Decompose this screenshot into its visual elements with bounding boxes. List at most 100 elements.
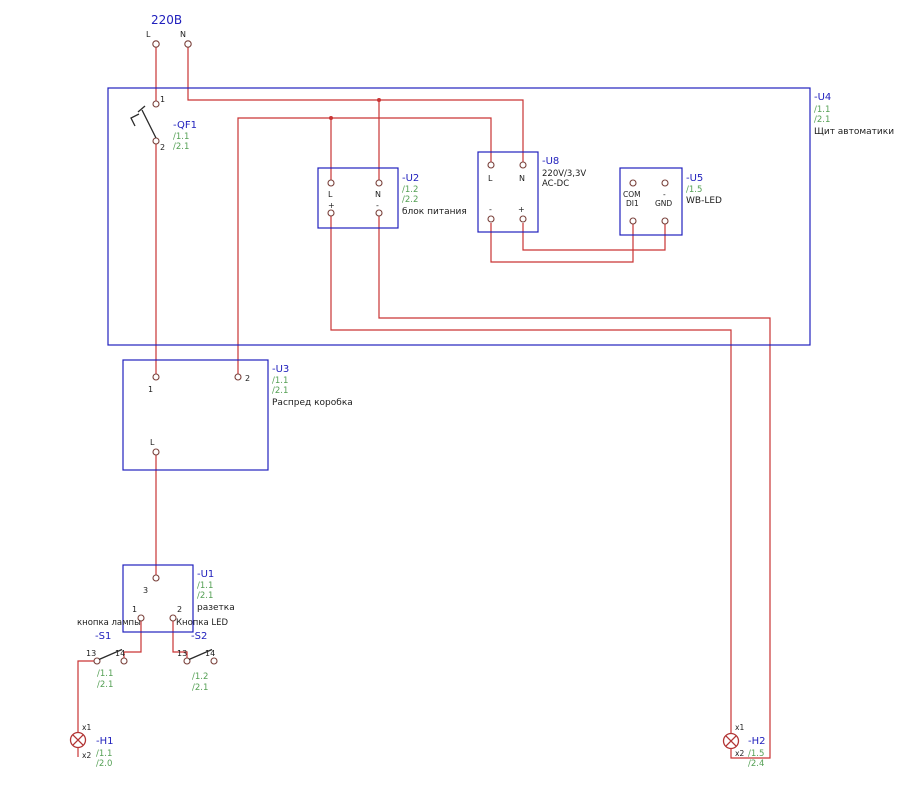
u3-terminal-2[interactable] (234, 373, 242, 381)
u3-pin1-label: 1 (148, 385, 153, 394)
wire-u2-minus-to-h2[interactable] (378, 216, 771, 759)
s2-pin14-label: 14 (205, 649, 215, 658)
u8-desc2: AC-DC (542, 179, 569, 189)
u5-desc: WB-LED (686, 196, 722, 206)
h2-ref2: /2.4 (748, 759, 764, 769)
u8-terminal-n[interactable] (519, 161, 527, 169)
h2-lamp-icon (722, 732, 740, 750)
u2-terminal-minus[interactable] (375, 209, 383, 217)
u5-terminal-di1[interactable] (629, 217, 637, 225)
module-u2[interactable]: L N + - -U2 /1.2 /2.2 блок питания (317, 167, 467, 229)
u1-pin3-label: 3 (143, 586, 148, 595)
u5-pin-gnd-label: GND (655, 199, 672, 208)
u8-terminal-plus[interactable] (519, 215, 527, 223)
s2-terminal-14[interactable] (210, 657, 218, 665)
u3-name: -U3 (272, 364, 289, 375)
u3-terminal-l[interactable] (152, 448, 160, 456)
qf1-pin2-terminal[interactable] (152, 137, 160, 145)
u3-pin2-label: 2 (245, 374, 250, 383)
u1-desc: разетка (197, 603, 235, 613)
breaker-blade-icon (141, 109, 157, 139)
h1-name: -H1 (96, 736, 114, 747)
qf1-ref1: /1.1 (173, 132, 189, 142)
switch-s1[interactable]: кнопка лампы -S1 13 14 /1.1 /2.1 (77, 618, 141, 690)
wire-u1-to-s2[interactable] (172, 621, 188, 658)
s2-ref2: /2.1 (192, 683, 208, 693)
u1-pin1-label: 1 (132, 605, 137, 614)
wire-u2-plus-to-h2[interactable] (330, 216, 732, 734)
u2-ref2: /2.2 (402, 195, 418, 205)
h2-name: -H2 (748, 736, 766, 747)
u2-terminal-n[interactable] (375, 179, 383, 187)
u8-desc1: 220V/3,3V (542, 169, 586, 179)
s2-pin13-label: 13 (177, 649, 187, 658)
u8-terminal-l[interactable] (487, 161, 495, 169)
s1-terminal-14[interactable] (120, 657, 128, 665)
wire-u1-to-s1[interactable] (123, 621, 142, 658)
u1-name: -U1 (197, 569, 214, 580)
switch-s2[interactable]: Кнопка LED -S2 13 14 /1.2 /2.1 (176, 618, 229, 693)
h1-pin-x1-label: x1 (82, 723, 91, 732)
module-u8[interactable]: L N - + -U8 220V/3,3V AC-DC (477, 151, 586, 233)
u5-pin-com-label: COM (623, 190, 641, 199)
qf1-pin1-terminal[interactable] (152, 100, 160, 108)
h1-pin-x2-label: x2 (82, 751, 91, 760)
u1-terminal-2[interactable] (169, 614, 177, 622)
u5-name: -U5 (686, 173, 703, 184)
panel-u4-box[interactable] (107, 87, 811, 346)
u1-box[interactable] (122, 564, 194, 633)
u8-box[interactable] (477, 151, 539, 233)
u2-box[interactable] (317, 167, 399, 229)
wire-u8-minus-to-u5[interactable] (490, 223, 634, 263)
junction-box-u3[interactable]: 1 2 L -U3 /1.1 /2.1 Распред коробка (122, 359, 353, 471)
u3-desc: Распред коробка (272, 398, 353, 408)
wire-s1-to-h1[interactable] (77, 660, 94, 733)
s1-terminal-13[interactable] (93, 657, 101, 665)
qf1-name: -QF1 (173, 120, 197, 131)
s1-pin14-label: 14 (115, 649, 125, 658)
h2-lamp-cross-icon (725, 735, 737, 747)
s2-terminal-13[interactable] (183, 657, 191, 665)
u1-ref1: /1.1 (197, 581, 213, 591)
u5-box[interactable] (619, 167, 683, 236)
u5-terminal-gnd[interactable] (661, 217, 669, 225)
u5-terminal-minus[interactable] (661, 179, 669, 187)
u2-terminal-l[interactable] (327, 179, 335, 187)
u1-terminal-1[interactable] (137, 614, 145, 622)
u2-desc: блок питания (402, 207, 467, 217)
breaker-qf1[interactable]: 1 2 -QF1 /1.1 /2.1 (130, 95, 197, 152)
supply-l-label: L (146, 30, 151, 39)
socket-u1[interactable]: 3 1 2 -U1 /1.1 /2.1 разетка (122, 564, 235, 633)
module-u5[interactable]: COM DI1 - GND -U5 /1.5 WB-LED (619, 167, 722, 236)
u3-pinL-label: L (150, 438, 155, 447)
u5-ref1: /1.5 (686, 185, 702, 195)
lamp-h2[interactable]: x1 x2 -H2 /1.5 /2.4 (722, 723, 766, 769)
breaker-tick-icon (137, 105, 146, 113)
s2-ref1: /1.2 (192, 672, 208, 682)
h1-lamp-cross-icon (72, 734, 84, 746)
h2-pin-x2-label: x2 (735, 749, 744, 758)
lamp-h1[interactable]: x1 x2 -H1 /1.1 /2.0 (69, 723, 114, 769)
u8-terminal-minus[interactable] (487, 215, 495, 223)
wire-phase-bus[interactable] (237, 117, 492, 374)
u3-terminal-1[interactable] (152, 373, 160, 381)
supply-l-terminal[interactable] (152, 40, 160, 48)
panel-u4[interactable]: -U4 /1.1 /2.1 Щит автоматики (107, 87, 894, 346)
s2-name: -S2 (191, 631, 207, 642)
supply-220v: 220В L N (146, 13, 192, 48)
u4-name: -U4 (814, 92, 831, 103)
u1-terminal-3[interactable] (152, 574, 160, 582)
wires (77, 47, 771, 759)
u1-ref2: /2.1 (197, 591, 213, 601)
h1-ref2: /2.0 (96, 759, 112, 769)
wire-neutral-bus[interactable] (187, 47, 524, 162)
u8-pin-minus-label: - (489, 205, 492, 214)
qf1-pin1-label: 1 (160, 95, 165, 104)
wire-u8-plus-to-u5[interactable] (522, 223, 666, 251)
u5-terminal-com[interactable] (629, 179, 637, 187)
supply-n-terminal[interactable] (184, 40, 192, 48)
u3-box[interactable] (122, 359, 269, 471)
u2-terminal-plus[interactable] (327, 209, 335, 217)
s1-contact-blade-icon (98, 648, 123, 661)
